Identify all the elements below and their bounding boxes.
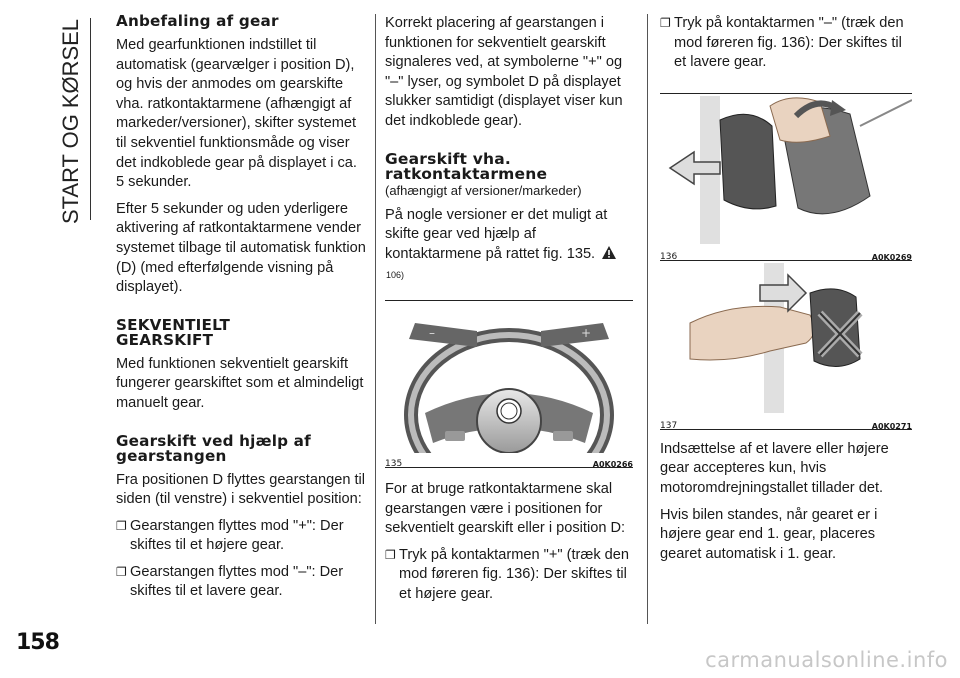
watermark: carmanualsonline.info: [705, 648, 948, 672]
svg-text:–: –: [429, 326, 435, 340]
paddle-push-illustration: [660, 262, 912, 413]
section-tab-label: START OG KØRSEL: [58, 19, 83, 224]
paragraph: Med funktionen sekventielt gearskift fun…: [116, 355, 364, 411]
figure-code: A0K0266: [592, 459, 633, 469]
figure-image: [660, 95, 913, 251]
paragraph: Korrekt placering af gearstangen i funkt…: [385, 15, 623, 129]
subheading: (afhængigt af versioner/markeder): [385, 182, 582, 198]
svg-text:+: +: [581, 326, 591, 340]
figure-code: A0K0269: [871, 252, 912, 262]
note-reference: 106): [386, 270, 405, 281]
checkbox-bullet-icon: ❐: [385, 547, 396, 562]
list-item-text: Gearstangen flyttes mod "+": Der skiftes…: [130, 517, 344, 554]
checkbox-bullet-icon: ❐: [660, 16, 671, 30]
figure-code: A0K0271: [871, 421, 912, 431]
checkbox-bullet-icon: ❐: [116, 518, 127, 533]
paragraph: Fra positionen D flyttes gearstangen til…: [116, 471, 366, 508]
paddle-pull-illustration: [660, 95, 913, 244]
warning-triangle-icon: [601, 245, 617, 267]
steering-wheel-illustration: – +: [385, 302, 633, 502]
paragraph: For at bruge ratkontaktarmene skal gears…: [385, 480, 626, 537]
list-item-text: Tryk på kontaktarmen "+" (træk den mod f…: [399, 546, 630, 602]
column-2: Korrekt placering af gearstangen i funkt…: [385, 14, 633, 605]
heading-steering-paddles: Gearskift vha. ratkontaktarmene: [385, 149, 548, 183]
figure-136: 136 A0K0269: [660, 92, 913, 262]
paragraph: Indsættelse af et lavere eller højere ge…: [660, 440, 889, 496]
paragraph: På nogle versioner er det muligt at skif…: [385, 206, 633, 286]
paragraph-text: På nogle versioner er det muligt at skif…: [385, 206, 608, 262]
heading-gear-lever: Gearskift ved hjælp af gearstangen: [116, 431, 311, 465]
column-1: Anbefaling af gear Med gearfunktionen in…: [116, 12, 368, 602]
list-item-text: Tryk på kontaktarmen "–" (træk den mod f…: [674, 15, 904, 71]
section-tab-graphic: START OG KØRSEL: [58, 19, 83, 224]
column-divider: [375, 14, 376, 624]
paragraph: Hvis bilen standes, når gearet er i høje…: [660, 506, 878, 562]
figure-number: 135: [385, 458, 403, 469]
heading-gear-recommendation: Anbefaling af gear: [116, 12, 279, 30]
section-tab: START OG KØRSEL: [56, 8, 106, 228]
paragraph: Efter 5 sekunder og uden yderligere akti…: [116, 200, 366, 296]
list-item: ❐ Tryk på kontaktarmen "–" (træk den mod…: [660, 14, 912, 73]
checkbox-bullet-icon: ❐: [116, 564, 127, 579]
list-item-text: Gearstangen flyttes mod "–": Der skiftes…: [130, 563, 344, 600]
section-tab-rule: [90, 18, 91, 220]
figure-image: [660, 262, 912, 420]
figure-number: 137: [660, 420, 678, 431]
list-item: ❐ Gearstangen flyttes mod "–": Der skift…: [116, 563, 368, 602]
heading-sequential: SEKVENTIELT GEARSKIFT: [116, 315, 231, 349]
paragraph: Med gearfunktionen indstillet til automa…: [116, 37, 357, 191]
figure-number: 136: [660, 251, 678, 262]
list-item: ❐ Gearstangen flyttes mod "+": Der skift…: [116, 517, 368, 556]
figure-137: 137 A0K0271: [660, 259, 912, 431]
list-item: ❐ Tryk på kontaktarmen "+" (træk den mod…: [385, 546, 633, 605]
figure-135: – + 135 A0K0266: [385, 299, 633, 502]
column-divider: [647, 14, 648, 624]
page-number: 158: [16, 630, 60, 655]
column-3: ❐ Tryk på kontaktarmen "–" (træk den mod…: [660, 14, 913, 564]
figure-image: – +: [385, 302, 633, 502]
